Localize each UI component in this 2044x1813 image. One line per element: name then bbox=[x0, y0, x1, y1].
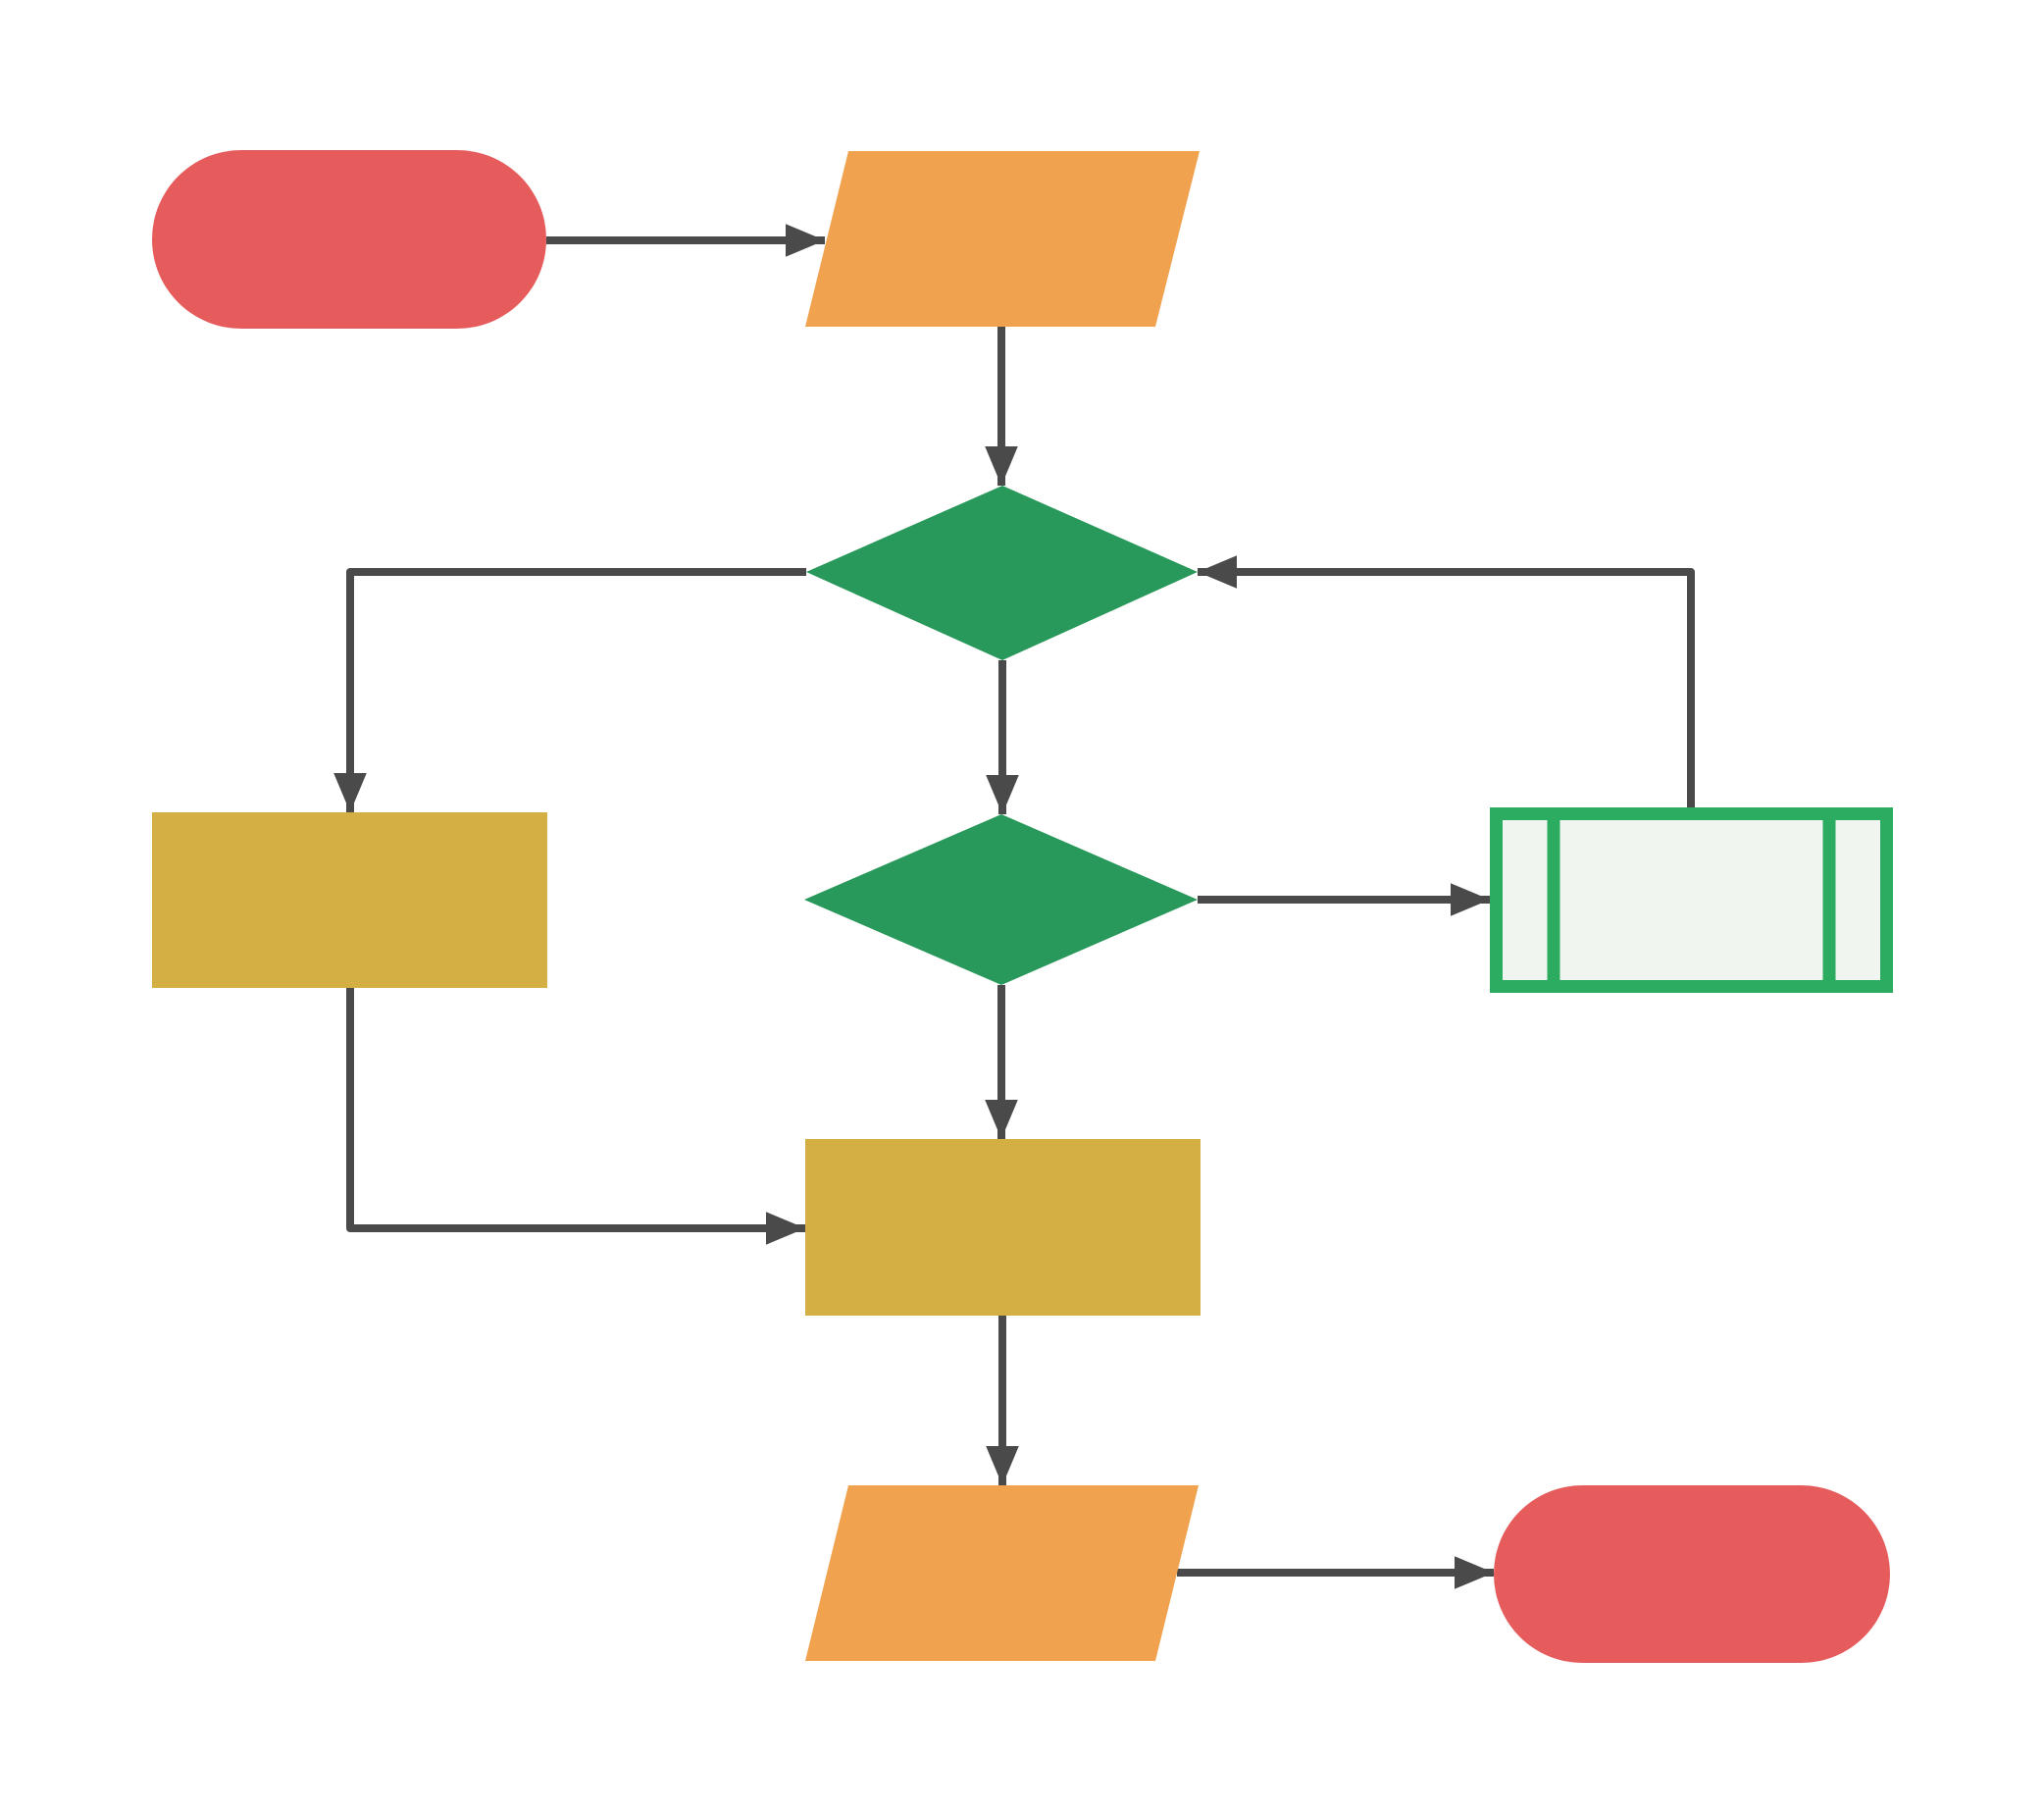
process-left-node bbox=[152, 812, 547, 988]
connector-predefined-process-to-decision-1 bbox=[1198, 555, 1695, 807]
edges-layer bbox=[333, 224, 1695, 1589]
input-top-node bbox=[805, 151, 1200, 327]
end-terminator-node bbox=[1494, 1485, 1890, 1663]
start-terminator-node bbox=[152, 150, 546, 329]
predefined-process-outline bbox=[1490, 807, 1893, 993]
connector-decision-1-to-process-left bbox=[333, 568, 806, 812]
process-center-node bbox=[805, 1139, 1201, 1316]
predefined-process-node bbox=[1490, 807, 1893, 993]
decision-2-node bbox=[804, 814, 1198, 985]
connector-process-left-to-process-center bbox=[346, 988, 805, 1245]
nodes-layer bbox=[152, 150, 1893, 1663]
output-bottom-node bbox=[805, 1485, 1199, 1661]
decision-1-node bbox=[806, 486, 1198, 660]
